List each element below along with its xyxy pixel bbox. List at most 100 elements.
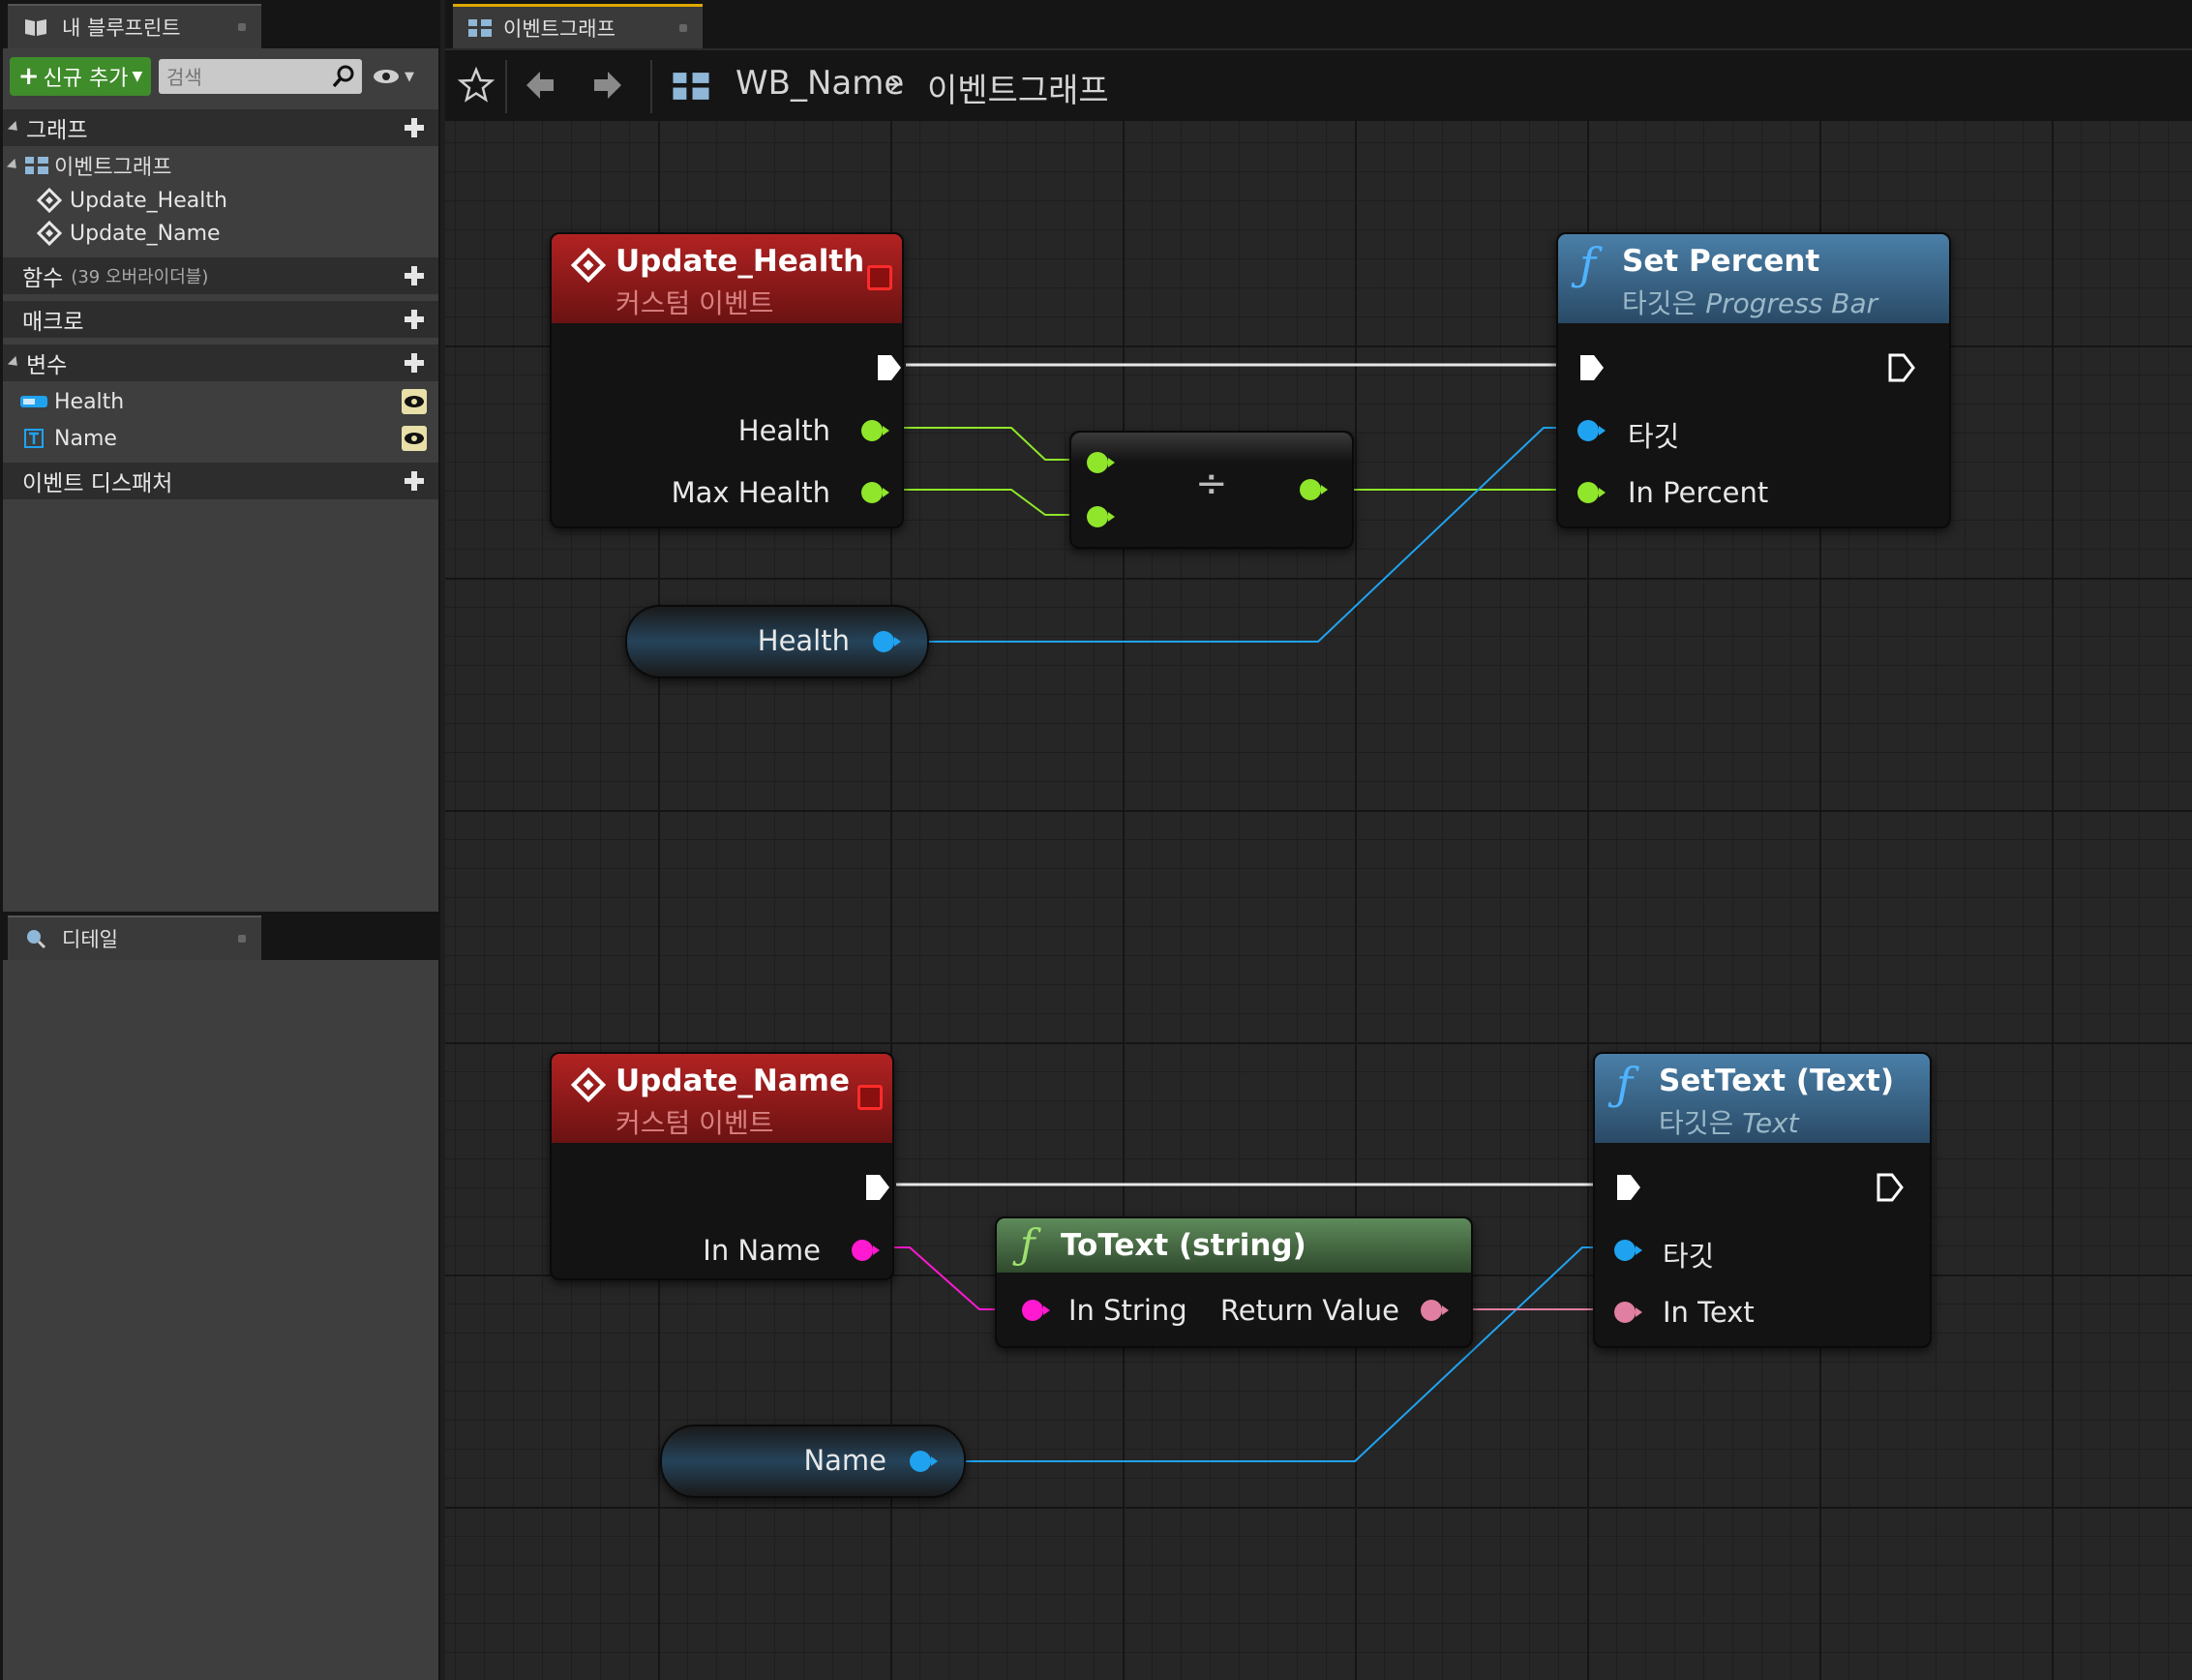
string-out-pin[interactable] — [852, 1240, 880, 1261]
progress-bar-var-icon — [20, 396, 47, 407]
expand-arrow-icon[interactable] — [6, 158, 21, 173]
float-out-pin[interactable] — [1300, 479, 1328, 500]
node-subtitle: 타깃은 Text — [1659, 1107, 1799, 1139]
pin-label: Max Health — [671, 476, 830, 509]
details-tabbar: 디테일 — [0, 912, 440, 960]
variable-item-health[interactable]: Health — [19, 385, 438, 418]
add-function-icon[interactable] — [402, 263, 427, 288]
function-f-icon: ƒ — [1616, 1058, 1634, 1110]
set-percent-node[interactable]: ƒ Set Percent 타깃은 Progress Bar 타깃 In Per… — [1556, 232, 1951, 528]
float-in-pin[interactable] — [1577, 482, 1606, 503]
to-text-node[interactable]: ƒ ToText (string) In String Return Value — [995, 1216, 1473, 1348]
event-graph-tab[interactable]: 이벤트그래프 — [453, 4, 703, 49]
node-subtitle: 타깃은 Progress Bar — [1622, 287, 1878, 319]
variable-label: Name — [54, 426, 117, 451]
name-variable-node[interactable]: Name — [660, 1425, 966, 1498]
book-icon — [25, 19, 46, 36]
close-tab-icon[interactable] — [238, 23, 246, 31]
node-title: SetText (Text) — [1659, 1064, 1895, 1098]
exec-in-pin[interactable] — [1577, 352, 1606, 383]
search-icon[interactable] — [331, 64, 356, 89]
graph-navbar: WB_Name › 이벤트그래프 — [445, 48, 2192, 123]
close-tab-icon[interactable] — [679, 24, 687, 32]
add-variable-icon[interactable] — [402, 350, 427, 375]
forward-arrow-icon[interactable] — [590, 68, 625, 103]
replicate-stop-icon — [867, 265, 892, 290]
expand-arrow-icon[interactable] — [7, 120, 22, 135]
add-graph-icon[interactable] — [402, 115, 427, 140]
text-out-pin[interactable] — [1421, 1300, 1449, 1321]
string-in-pin[interactable] — [1022, 1300, 1050, 1321]
add-dispatcher-icon[interactable] — [402, 468, 427, 494]
details-tab[interactable]: 디테일 — [8, 915, 261, 960]
section-macros-label: 매크로 — [22, 310, 84, 335]
view-options-button[interactable]: ▼ — [372, 67, 414, 86]
add-new-button[interactable]: + 신규 추가 ▼ — [10, 57, 151, 96]
node-subtitle: 커스텀 이벤트 — [616, 287, 774, 319]
pure-node-header: ƒ ToText (string) — [997, 1218, 1471, 1273]
set-text-node[interactable]: ƒ SetText (Text) 타깃은 Text 타깃 In Text — [1593, 1052, 1932, 1348]
overridable-count: (39 오버라이더블) — [71, 267, 209, 287]
my-blueprint-tab[interactable]: 내 블루프린트 — [8, 4, 261, 48]
float-out-pin[interactable] — [861, 482, 889, 503]
object-out-pin[interactable] — [910, 1451, 938, 1472]
add-macro-icon[interactable] — [402, 307, 427, 332]
float-wire — [904, 427, 1092, 461]
details-magnifier-icon — [27, 930, 46, 949]
event-node-update-name[interactable]: Update_Name 커스텀 이벤트 In Name — [550, 1052, 894, 1280]
back-arrow-icon[interactable] — [523, 68, 557, 103]
visibility-eye-icon[interactable] — [402, 426, 427, 451]
section-graphs[interactable]: 그래프 — [3, 109, 438, 146]
breadcrumb-blueprint[interactable]: WB_Name — [736, 64, 905, 103]
section-event-dispatchers[interactable]: 이벤트 디스패처 — [3, 463, 438, 499]
my-blueprint-tab-label: 내 블루프린트 — [62, 16, 181, 40]
section-functions[interactable]: 함수 (39 오버라이더블) — [3, 257, 438, 294]
exec-out-pin[interactable] — [1876, 1172, 1905, 1203]
my-blueprint-panel: 내 블루프린트 + 신규 추가 ▼ ▼ 그래프 이벤트그래프 — [0, 0, 440, 1680]
float-in-pin[interactable] — [1087, 452, 1115, 473]
event-graph-item[interactable]: 이벤트그래프 — [6, 149, 443, 182]
section-macros[interactable]: 매크로 — [3, 301, 438, 338]
text-in-pin[interactable] — [1614, 1302, 1642, 1323]
variable-label: Health — [54, 389, 125, 414]
section-variables-label: 변수 — [26, 353, 68, 378]
node-title: Set Percent — [1622, 244, 1820, 279]
health-variable-node[interactable]: Health — [625, 605, 929, 678]
object-in-pin[interactable] — [1614, 1240, 1642, 1261]
star-icon[interactable] — [457, 66, 495, 105]
function-f-icon: ƒ — [1020, 1220, 1036, 1268]
variable-label: Name — [803, 1444, 886, 1477]
float-out-pin[interactable] — [861, 420, 889, 441]
pin-label: 타깃 — [1663, 1240, 1715, 1273]
event-item-update-name[interactable]: Update_Name — [37, 217, 472, 250]
object-in-pin[interactable] — [1577, 420, 1606, 441]
close-tab-icon[interactable] — [238, 935, 246, 943]
breadcrumb-graph[interactable]: 이벤트그래프 — [927, 72, 1109, 110]
variable-item-name[interactable]: Name — [19, 422, 438, 455]
event-graph-icon — [25, 157, 48, 174]
exec-out-pin[interactable] — [863, 1172, 892, 1203]
event-diamond-icon — [571, 248, 606, 283]
search-input[interactable] — [165, 63, 323, 92]
function-node-header: ƒ SetText (Text) 타깃은 Text — [1595, 1054, 1930, 1143]
event-diamond-icon — [37, 188, 62, 213]
event-node-update-health[interactable]: Update_Health 커스텀 이벤트 Health Max Health — [550, 232, 904, 528]
variable-label: Health — [757, 624, 850, 657]
float-in-pin[interactable] — [1087, 506, 1115, 527]
section-variables[interactable]: 변수 — [3, 345, 438, 381]
plus-icon: + — [17, 62, 40, 91]
graph-canvas[interactable]: Update_Health 커스텀 이벤트 Health Max Health … — [445, 121, 2192, 1680]
breadcrumb-separator: › — [888, 64, 902, 103]
pin-label: Return Value — [1219, 1294, 1399, 1327]
exec-out-pin[interactable] — [875, 352, 904, 383]
event-diamond-icon — [571, 1067, 606, 1102]
details-tab-label: 디테일 — [62, 928, 118, 951]
exec-out-pin[interactable] — [1887, 352, 1916, 383]
exec-in-pin[interactable] — [1614, 1172, 1643, 1203]
divide-node[interactable]: ÷ — [1069, 431, 1354, 549]
replicate-stop-icon — [857, 1085, 883, 1110]
visibility-eye-icon[interactable] — [402, 389, 427, 414]
expand-arrow-icon[interactable] — [7, 355, 22, 371]
object-out-pin[interactable] — [873, 631, 901, 652]
event-item-update-health[interactable]: Update_Health — [37, 184, 472, 217]
